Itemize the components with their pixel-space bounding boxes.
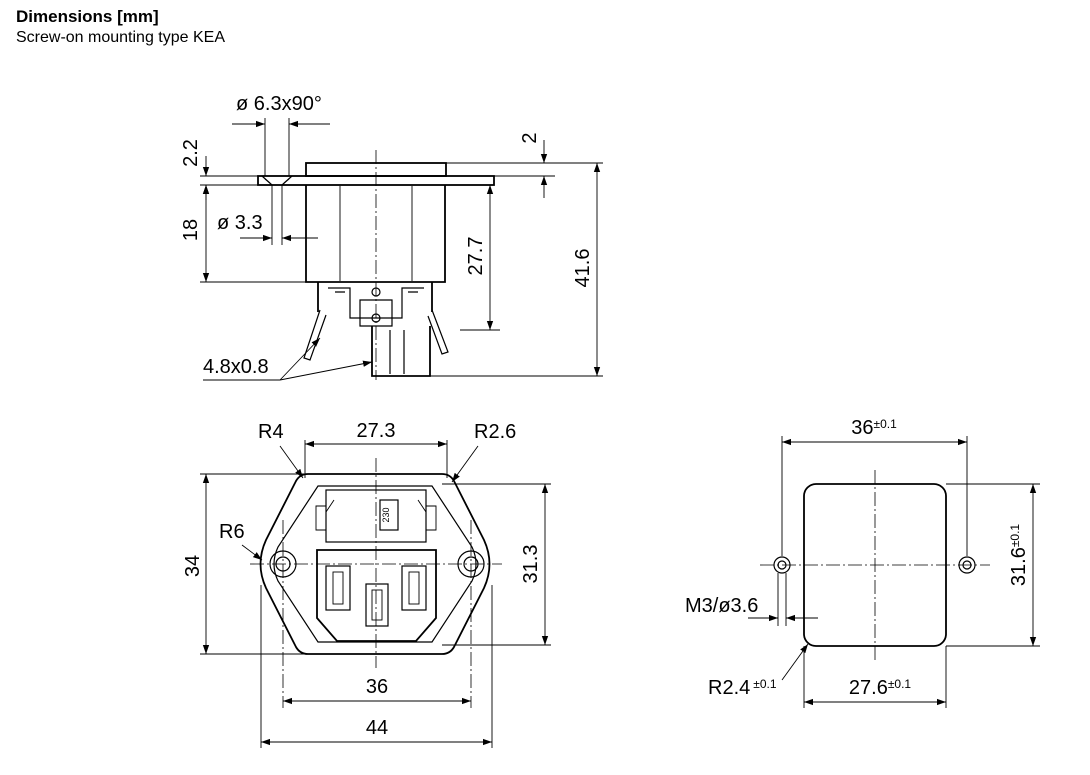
dim-hole-diameter: ø 3.3 — [217, 212, 263, 234]
dim-hole-chamfer: ø 6.3x90° — [236, 93, 322, 115]
page-title: Dimensions [mm] — [16, 7, 159, 26]
cutout-corner-radius-tol: ±0.1 — [753, 677, 777, 691]
dim-flange-to-bottom: 18 — [180, 219, 202, 241]
cutout-width: 27.6 — [849, 677, 888, 699]
panel-cutout: 36±0.1 31.6±0.1 M3/ø3.6 R2.4±0.1 27.6±0.… — [685, 417, 1040, 708]
side-view: ø 6.3x90° 2.2 18 ø 3.3 2 27.7 41.6 — [180, 93, 603, 381]
front-view: 230 27.3 R4 R2.6 — [182, 420, 551, 748]
dim-tab-size: 4.8x0.8 — [203, 356, 269, 378]
svg-text:36±0.1: 36±0.1 — [851, 417, 897, 439]
svg-text:R2.4±0.1: R2.4±0.1 — [708, 677, 777, 699]
header: Dimensions [mm] Screw-on mounting type K… — [16, 6, 225, 48]
cutout-thread: M3/ø3.6 — [685, 595, 758, 617]
dim-total-depth: 41.6 — [572, 249, 594, 288]
cutout-width-tol: ±0.1 — [888, 677, 912, 691]
svg-text:31.6±0.1: 31.6±0.1 — [1008, 524, 1030, 587]
dim-body-depth: 27.7 — [465, 237, 487, 276]
cutout-hole-spacing: 36 — [851, 417, 873, 439]
dim-radius-r6: R6 — [219, 521, 245, 543]
fuse-label: 230 — [381, 507, 391, 522]
cutout-height-tol: ±0.1 — [1008, 524, 1022, 548]
dim-overall-height: 34 — [182, 555, 204, 577]
dim-overall-width: 44 — [366, 717, 388, 739]
dim-flange-top: 2 — [519, 132, 541, 143]
dim-inner-height: 31.3 — [520, 545, 542, 584]
cutout-corner-radius: R2.4 — [708, 677, 750, 699]
svg-text:27.6±0.1: 27.6±0.1 — [849, 677, 912, 699]
side-body — [257, 150, 495, 380]
dim-radius-r4: R4 — [258, 421, 284, 443]
dim-radius-r2-6: R2.6 — [474, 421, 516, 443]
page-subtitle: Screw-on mounting type KEA — [16, 29, 225, 46]
dim-hole-spacing: 36 — [366, 676, 388, 698]
dim-flange-thickness: 2.2 — [180, 139, 202, 167]
cutout-height: 31.6 — [1008, 547, 1030, 586]
iec-socket — [316, 549, 437, 642]
dim-inner-width: 27.3 — [357, 420, 396, 442]
cutout-hole-spacing-tol: ±0.1 — [873, 417, 897, 431]
